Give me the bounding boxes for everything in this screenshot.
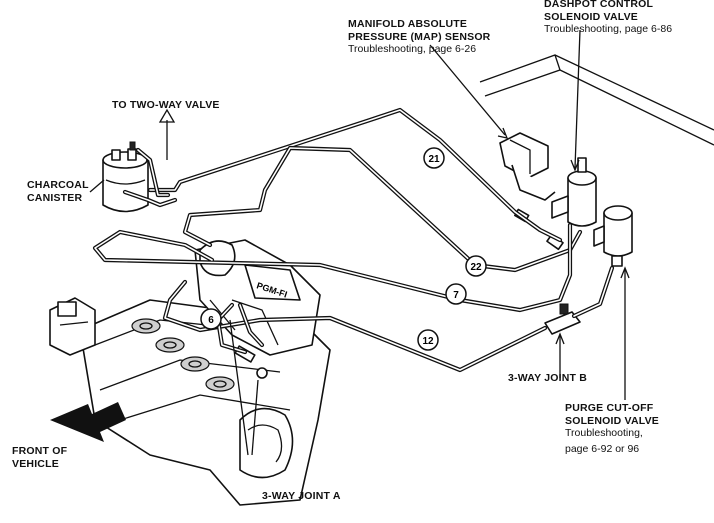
- three-way-joint-b-label: 3-WAY JOINT B: [508, 372, 588, 384]
- hose-number: 21: [428, 154, 440, 165]
- leader-lines: [89, 29, 630, 456]
- front-arrow-icon: [50, 402, 126, 442]
- front-line2: VEHICLE: [12, 457, 59, 470]
- canister-line1: CHARCOAL: [27, 179, 89, 191]
- hose-number: 22: [470, 262, 482, 273]
- hose-tag-12: 12: [417, 329, 439, 351]
- purge-ref-line2: page 6-92 or 96: [565, 442, 640, 455]
- charcoal-canister-label: CHARCOAL CANISTER: [27, 179, 89, 204]
- hose-tag-6: 6: [200, 308, 222, 330]
- map-troubleshooting-ref: Troubleshooting, page 6-26: [348, 43, 477, 55]
- purge-valve-label: PURGE CUT-OFF SOLENOID VALVE Troubleshoo…: [565, 402, 659, 455]
- hose-number: 7: [453, 290, 459, 301]
- dashpot-solenoid-valve: [546, 157, 597, 251]
- dashpot-title-line1: DASHPOT CONTROL: [544, 0, 654, 10]
- hose-number: 6: [208, 315, 214, 326]
- map-sensor-label: MANIFOLD ABSOLUTE PRESSURE (MAP) SENSOR …: [348, 18, 490, 56]
- hose-number: 12: [422, 336, 434, 347]
- hose-tag-21: 21: [423, 147, 445, 169]
- map-sensor: [499, 132, 556, 223]
- two-way-valve-label: TO TWO-WAY VALVE: [112, 99, 220, 111]
- purge-title-line1: PURGE CUT-OFF: [565, 402, 654, 414]
- front-of-vehicle-label: FRONT OF VEHICLE: [12, 445, 67, 470]
- canister-line2: CANISTER: [27, 191, 83, 204]
- body-panel: [479, 54, 714, 146]
- hose-tag-22: 22: [465, 255, 487, 277]
- purge-ref-line1: Troubleshooting,: [565, 427, 643, 439]
- dashpot-title-line2: SOLENOID VALVE: [544, 10, 639, 23]
- three-way-joint-b: [544, 303, 581, 335]
- map-title-line2: PRESSURE (MAP) SENSOR: [348, 30, 491, 43]
- three-way-joint-a-label: 3-WAY JOINT A: [262, 490, 341, 502]
- map-title-line1: MANIFOLD ABSOLUTE: [348, 18, 468, 30]
- hose-tag-7: 7: [445, 283, 467, 305]
- purge-cutoff-solenoid-valve: [593, 205, 633, 267]
- dashpot-troubleshooting-ref: Troubleshooting, page 6-86: [544, 23, 673, 35]
- front-line1: FRONT OF: [12, 445, 68, 457]
- dashpot-label: DASHPOT CONTROL SOLENOID VALVE Troublesh…: [544, 0, 672, 36]
- purge-title-line2: SOLENOID VALVE: [565, 414, 660, 427]
